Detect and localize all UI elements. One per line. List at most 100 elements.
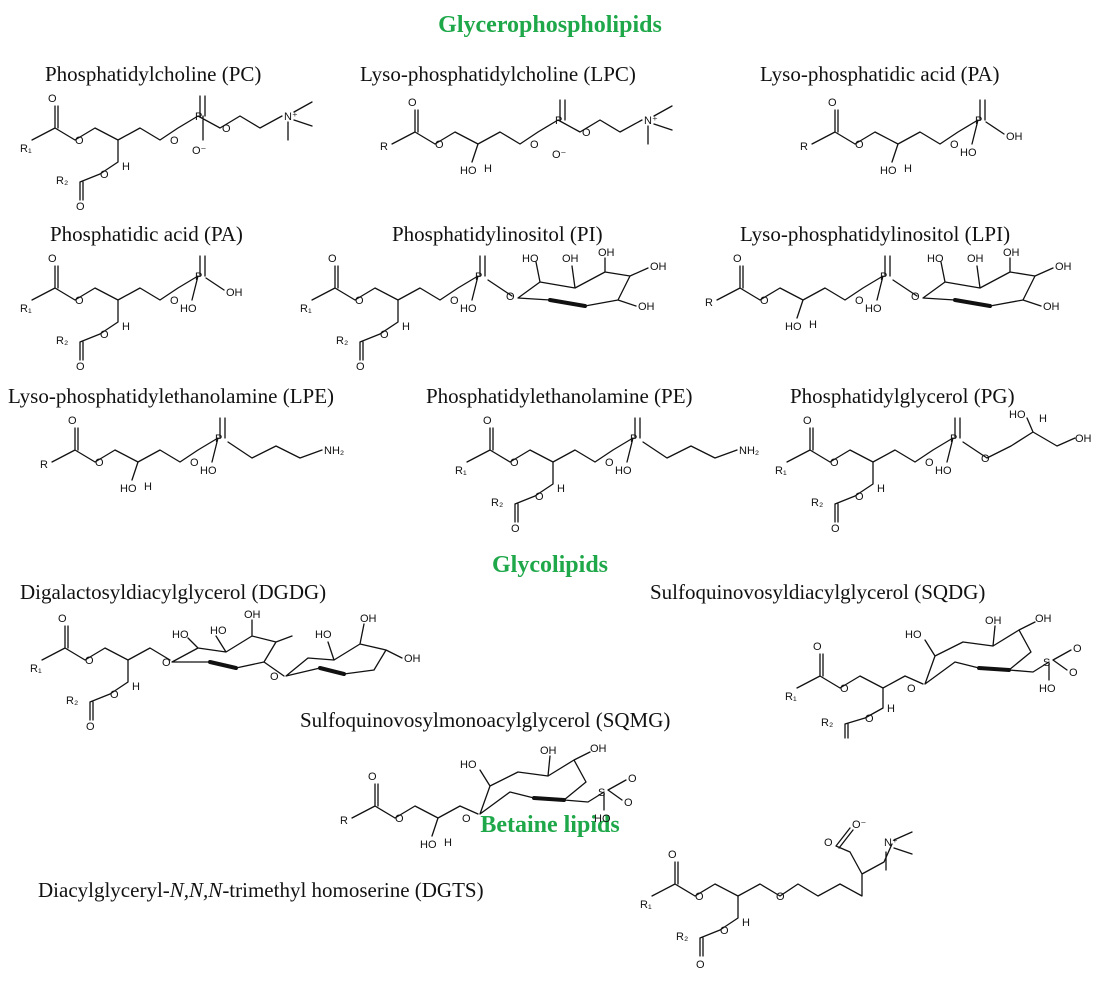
- atom-o-phosphate: O: [855, 295, 864, 307]
- label-dgdg: Digalactosyldiacylglycerol (DGDG): [20, 580, 327, 604]
- atom-o-ester: O: [85, 655, 94, 667]
- atom-o-carbonyl: O: [828, 97, 837, 109]
- atom-ho-1: HO: [905, 629, 922, 641]
- atom-r: R: [380, 141, 388, 153]
- atom-ho: HO: [785, 321, 802, 333]
- atom-o-carbonyl: O: [328, 253, 337, 265]
- atom-o-carbonyl2: O: [511, 523, 520, 535]
- atom-r: R: [800, 141, 808, 153]
- atom-o-ester: O: [510, 457, 519, 469]
- atom-o-minus: O⁻: [552, 149, 567, 161]
- atom-h: H: [444, 837, 452, 849]
- atom-o-phosphate: O: [170, 295, 179, 307]
- atom-p: P: [555, 115, 562, 127]
- atom-o-ester: O: [435, 139, 444, 151]
- structure-sqdg: O R₁ O H O R₂ O HO OH OH S O O HO: [785, 613, 1082, 739]
- atom-h: H: [144, 481, 152, 493]
- atom-h: H: [742, 917, 750, 929]
- atom-ho-p: HO: [180, 303, 197, 315]
- atom-ho-p: HO: [935, 465, 952, 477]
- atom-o-carbonyl: O: [408, 97, 417, 109]
- label-lpe: Lyso-phosphatidylethanolamine (LPE): [8, 384, 335, 408]
- atom-o-phosphate: O: [925, 457, 934, 469]
- atom-oh-3: OH: [650, 261, 667, 273]
- atom-r1: R₁: [20, 143, 32, 155]
- atom-h: H: [877, 483, 885, 495]
- atom-oh-4: OH: [638, 301, 655, 313]
- atom-oh-4: OH: [1043, 301, 1060, 313]
- atom-o-carboxyl1: O: [824, 837, 833, 849]
- atom-r2: R₂: [811, 497, 823, 509]
- structure-pe: O R₁ O H O R₂ O O P HO NH₂: [455, 415, 759, 535]
- atom-oh-2: OH: [360, 613, 377, 625]
- atom-o-ester2: O: [100, 329, 109, 341]
- atom-r2: R₂: [676, 931, 688, 943]
- atom-oh-2: OH: [1003, 247, 1020, 259]
- atom-h: H: [122, 161, 130, 173]
- atom-ho-3: HO: [315, 629, 332, 641]
- atom-oh-1: OH: [244, 609, 261, 621]
- atom-o-phosphate2: O: [222, 123, 231, 135]
- atom-o-ester2: O: [380, 329, 389, 341]
- structure-pi: O R₁ O H O R₂ O O P HO O HO OH OH OH OH: [300, 247, 667, 373]
- atom-o-carbonyl: O: [48, 93, 57, 105]
- atom-ho-p: HO: [200, 465, 217, 477]
- atom-o-glycerol: O: [981, 453, 990, 465]
- atom-o-phosphate: O: [450, 295, 459, 307]
- atom-oh-1: OH: [562, 253, 579, 265]
- atom-o-carboxylate: O⁻: [852, 819, 867, 831]
- atom-o-carbonyl: O: [58, 613, 67, 625]
- atom-s: S: [598, 787, 605, 799]
- atom-r1: R₁: [30, 663, 42, 675]
- structure-sqmg: O R O HO H O HO OH OH S O O HO: [340, 743, 637, 851]
- atom-ho-p: HO: [615, 465, 632, 477]
- atom-o-ester2: O: [865, 713, 874, 725]
- atom-o-ester2: O: [855, 491, 864, 503]
- atom-oh-1: OH: [967, 253, 984, 265]
- atom-o-glycosidic: O: [462, 813, 471, 825]
- atom-p: P: [880, 271, 887, 283]
- label-lpc: Lyso-phosphatidylcholine (LPC): [360, 62, 636, 86]
- atom-o-carbonyl: O: [813, 641, 822, 653]
- atom-p: P: [215, 433, 222, 445]
- atom-p: P: [950, 433, 957, 445]
- atom-oh-2: OH: [1035, 613, 1052, 625]
- structure-pa: O R₁ O H O R₂ O O P HO OH: [20, 253, 243, 373]
- atom-oh-p: OH: [1006, 131, 1023, 143]
- atom-nh2: NH₂: [324, 445, 344, 457]
- atom-o-carbonyl2: O: [356, 361, 365, 373]
- atom-o-ester: O: [75, 295, 84, 307]
- label-pc: Phosphatidylcholine (PC): [45, 62, 262, 86]
- atom-o-carbonyl: O: [68, 415, 77, 427]
- atom-r2: R₂: [66, 695, 78, 707]
- atom-ho-sulfo: HO: [1039, 683, 1056, 695]
- structure-lpe: O R O HO H O P HO NH₂: [40, 415, 344, 495]
- atom-s: S: [1043, 657, 1050, 669]
- structure-lpc: O R O HO H O P O⁻ O N⁺: [380, 97, 673, 177]
- atom-r: R: [340, 815, 348, 827]
- atom-oh-2: OH: [598, 247, 615, 259]
- atom-h: H: [132, 681, 140, 693]
- label-pi: Phosphatidylinositol (PI): [392, 222, 603, 246]
- structure-lpa: O R O HO H O P HO OH: [800, 97, 1023, 177]
- section-title-glycolipids: Glycolipids: [491, 552, 609, 578]
- atom-o-carbonyl: O: [483, 415, 492, 427]
- label-sqmg: Sulfoquinovosylmonoacylglycerol (SQMG): [300, 708, 671, 732]
- atom-ho-sulfo: HO: [594, 813, 611, 825]
- atom-r2: R₂: [336, 335, 348, 347]
- atom-ho-1: HO: [172, 629, 189, 641]
- atom-o-link: O: [270, 671, 279, 683]
- atom-o-carbonyl: O: [368, 771, 377, 783]
- atom-o-sulfo1: O: [628, 773, 637, 785]
- atom-h: H: [887, 703, 895, 715]
- atom-o-minus: O⁻: [192, 145, 207, 157]
- atom-r1: R₁: [20, 303, 32, 315]
- atom-ho-p: HO: [960, 147, 977, 159]
- atom-o-ester: O: [695, 891, 704, 903]
- atom-o-phosphate: O: [170, 135, 179, 147]
- atom-o-carbonyl2: O: [831, 523, 840, 535]
- atom-r2: R₂: [491, 497, 503, 509]
- structure-pg: O R₁ O H O R₂ O O P HO O HO H OH: [775, 409, 1092, 535]
- atom-oh-p: OH: [226, 287, 243, 299]
- atom-o-glycosidic: O: [907, 683, 916, 695]
